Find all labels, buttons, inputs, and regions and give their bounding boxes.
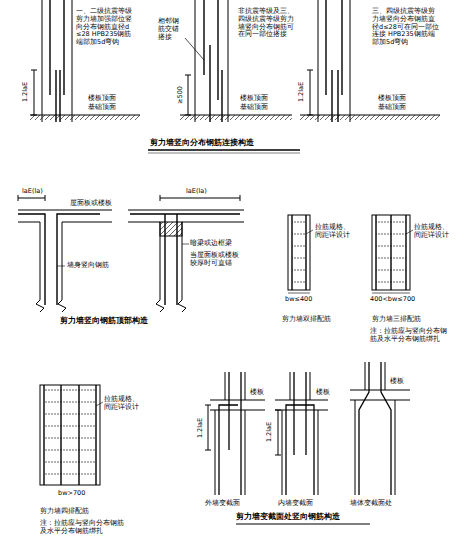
note-label: 暗梁或边框梁	[190, 240, 232, 248]
note-label: 墙身竖向钢筋	[67, 262, 109, 270]
note-label: 屋面板或楼板	[70, 200, 112, 208]
note-label: 400<bw≤700	[370, 296, 415, 304]
note-label: 楼板	[316, 389, 330, 397]
note-label: 非抗震等级及三、四级抗震等级剪力墙竖向分布钢筋可在同一部位搭接	[238, 8, 296, 39]
note-label: laE(la)	[22, 188, 43, 196]
note-label: 拉筋规格、间距详设计	[414, 224, 454, 240]
note-label: 剪力墙双排配筋	[282, 316, 331, 324]
note-label: 基础顶面	[240, 104, 268, 112]
detail-caption: 剪力墙竖向钢筋顶部构造	[60, 316, 148, 325]
dimension-label: 1.2laE	[22, 82, 30, 102]
dimension-label: ≥500	[177, 86, 185, 104]
note-label: 楼板顶面	[378, 95, 406, 103]
note-label: 楼板	[390, 378, 404, 386]
note-label: 外墙变截面	[205, 500, 240, 508]
note-label: 基础顶面	[378, 104, 406, 112]
note-label: 拉筋规格、间距详设计	[315, 224, 353, 240]
dimension-label: 1.2laE	[197, 418, 205, 438]
note-label: 注：拉筋应与竖向分布钢筋及水平分布钢筋绑扎	[40, 520, 128, 536]
note-label: 楼板	[250, 389, 264, 397]
detail-caption: 剪力墙竖向分布钢筋连接构造	[150, 138, 254, 147]
note-label: 剪力墙四排配筋	[40, 508, 89, 516]
note-label: 墙体变截面处	[350, 500, 392, 508]
note-label: 内墙变截面	[278, 500, 313, 508]
note-label: 拉筋规格、间距详设计	[104, 396, 144, 412]
note-label: 注：拉筋应与竖向分布钢筋及水平分布钢筋绑扎	[370, 328, 450, 344]
note-label: 楼板顶面	[88, 95, 116, 103]
note-label: bw>700	[58, 490, 85, 498]
note-label: laE(la)	[186, 188, 207, 196]
dimension-label: 1.2laE	[298, 82, 306, 102]
note-label: 剪力墙三排配筋	[372, 316, 421, 324]
note-label: 基础顶面	[88, 104, 116, 112]
note-label: 楼板顶面	[240, 95, 268, 103]
note-label: 一、二级抗震等级剪力墙加强部位竖向分布钢筋直径d≤28 HPB235钢筋端部加5…	[76, 8, 134, 47]
note-label: 相邻钢筋交错搭接	[158, 18, 184, 41]
note-label: bw≤400	[285, 296, 312, 304]
note-label: 当屋面板或楼板较厚时可直锚	[190, 252, 242, 268]
detail-caption: 剪力墙变截面处竖向钢筋构造	[236, 512, 340, 521]
note-label: 三、四级抗震等级剪力墙竖向分布钢筋直径d≤28可在同一部位连接 HPB235钢筋…	[372, 8, 440, 47]
dimension-label: 1.2laE	[266, 422, 274, 442]
